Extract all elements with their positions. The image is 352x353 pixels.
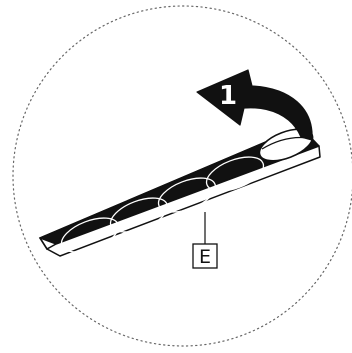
- pad-circle-3: [157, 177, 217, 213]
- pad-circles: [60, 156, 265, 253]
- strip-front-edge: [46, 145, 321, 257]
- part-label: E: [199, 246, 211, 268]
- pad-circle-4: [205, 156, 265, 192]
- pad-circle-2: [109, 197, 169, 233]
- part-label-box: [192, 243, 218, 269]
- pad-circle-1: [60, 217, 120, 253]
- dotted-circle-border: [12, 5, 352, 347]
- step-number: 1: [219, 81, 237, 111]
- peel-arrow-icon: [196, 69, 313, 141]
